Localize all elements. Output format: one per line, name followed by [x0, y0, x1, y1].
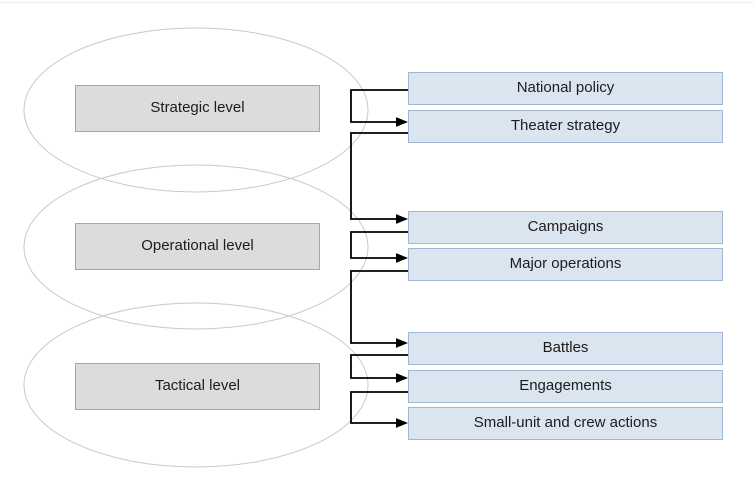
- strategic-level-box: Strategic level: [75, 85, 320, 132]
- tactical-level-box: Tactical level: [75, 363, 320, 410]
- connector-battles-to-engagements: [350, 354, 408, 383]
- battles-box: Battles: [408, 332, 723, 365]
- national-policy-box: National policy: [408, 72, 723, 105]
- campaigns-label: Campaigns: [527, 218, 604, 236]
- theater-strategy-box: Theater strategy: [408, 110, 723, 143]
- connector-engagements-to-small-unit: [350, 391, 408, 428]
- small-unit-and-crew-actions-label: Small-unit and crew actions: [473, 414, 658, 432]
- tactical-level-ellipse: [23, 302, 369, 468]
- strategic-level-label: Strategic level: [150, 99, 245, 117]
- engagements-label: Engagements: [519, 377, 612, 395]
- connector-campaigns-to-major-operations: [350, 231, 408, 263]
- connector-major-operations-to-battles: [350, 270, 408, 348]
- national-policy-label: National policy: [516, 79, 615, 97]
- connector-national-policy-to-theater-strategy: [350, 89, 408, 127]
- tactical-level-label: Tactical level: [154, 377, 241, 395]
- operational-level-label: Operational level: [141, 237, 254, 255]
- operational-level-box: Operational level: [75, 223, 320, 270]
- major-operations-label: Major operations: [509, 255, 622, 273]
- operational-level-ellipse: [23, 164, 369, 330]
- small-unit-and-crew-actions-box: Small-unit and crew actions: [408, 407, 723, 440]
- theater-strategy-label: Theater strategy: [510, 117, 621, 135]
- campaigns-box: Campaigns: [408, 211, 723, 244]
- engagements-box: Engagements: [408, 370, 723, 403]
- connector-theater-strategy-to-campaigns: [350, 132, 408, 224]
- battles-label: Battles: [542, 339, 589, 357]
- top-divider-line: [0, 2, 754, 3]
- major-operations-box: Major operations: [408, 248, 723, 281]
- strategic-level-ellipse: [23, 27, 369, 193]
